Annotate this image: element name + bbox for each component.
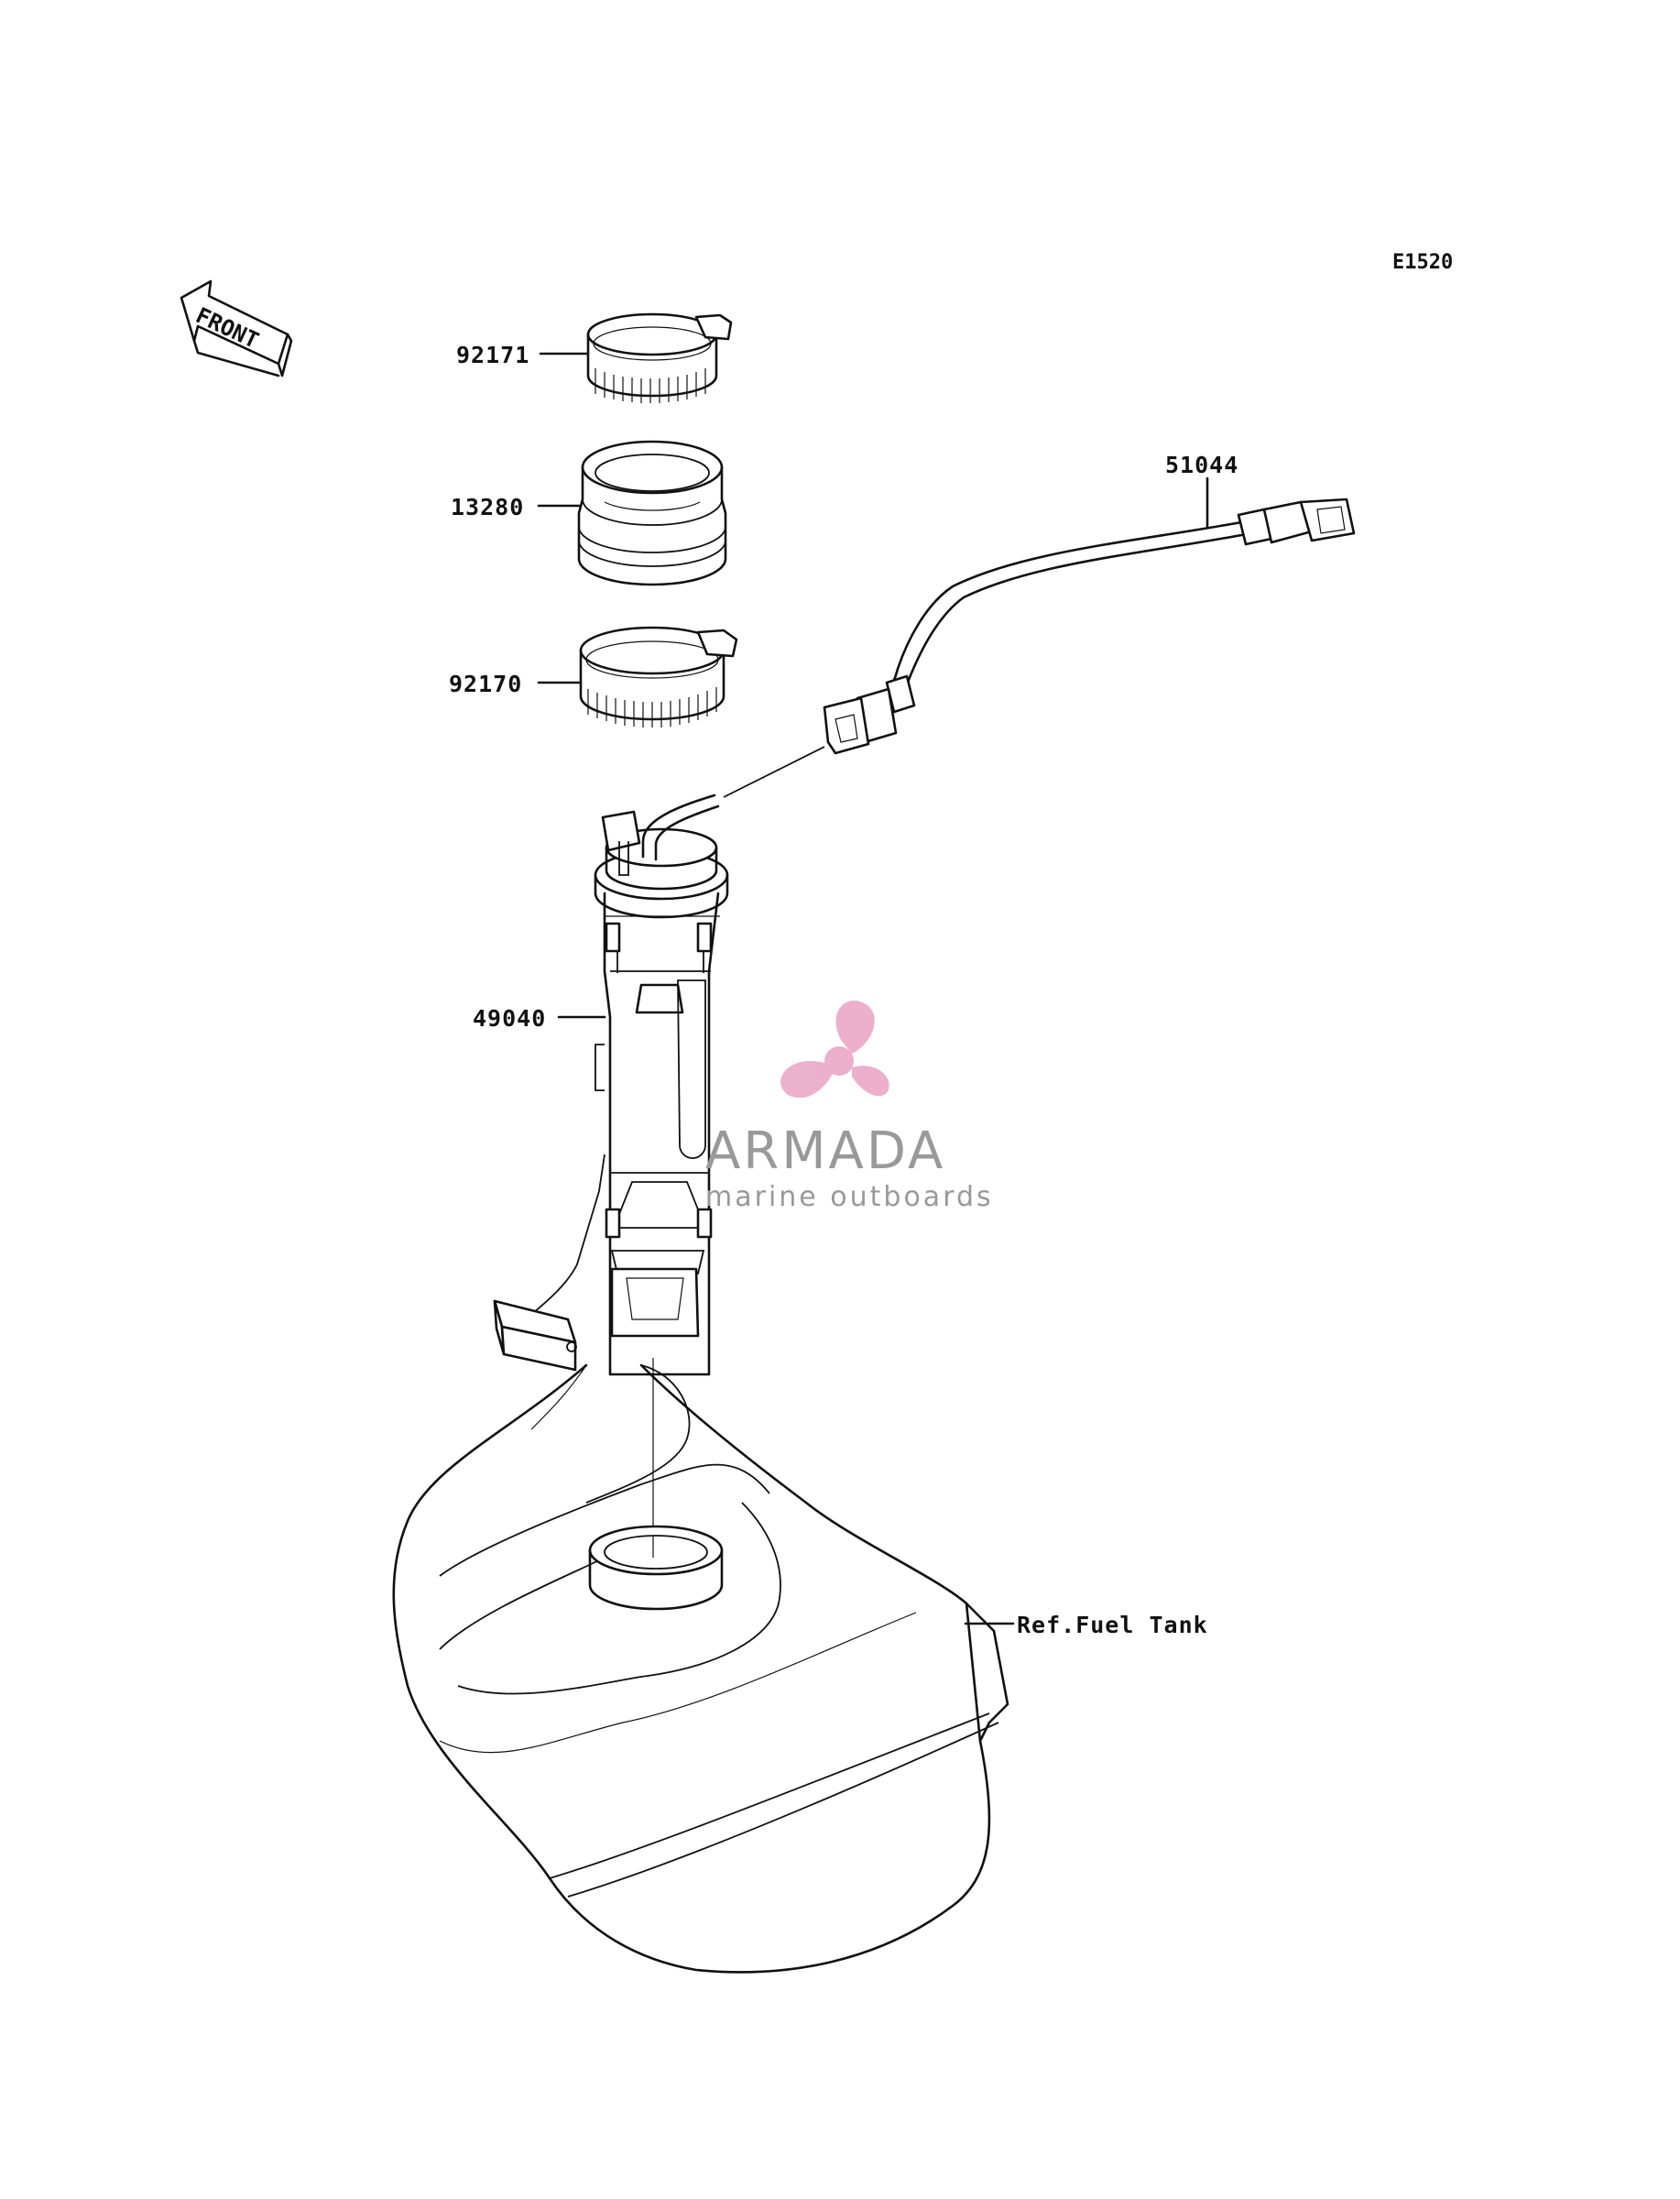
label-92171: 92171 <box>456 342 529 368</box>
label-13280: 13280 <box>451 494 524 520</box>
fuel-tank <box>392 1363 1009 1974</box>
label-92170: 92170 <box>449 671 522 697</box>
connection-line <box>723 746 825 798</box>
clamp-92170 <box>579 626 738 728</box>
watermark-subtitle: marine outboards <box>705 1181 994 1213</box>
armada-logo-icon <box>780 1001 889 1099</box>
grommet-13280 <box>577 440 727 586</box>
label-49040: 49040 <box>473 1005 546 1032</box>
fuel-pump-49040 <box>493 793 729 1376</box>
clamp-92171 <box>586 312 733 403</box>
front-arrow-icon: FRONT <box>180 279 293 377</box>
watermark-title: ARMADA <box>705 1121 945 1181</box>
diagram-code: E1520 <box>1392 251 1453 274</box>
label-fuel-tank: Ref.Fuel Tank <box>1017 1612 1208 1638</box>
label-51044: 51044 <box>1165 452 1238 478</box>
harness-51044 <box>823 498 1356 755</box>
